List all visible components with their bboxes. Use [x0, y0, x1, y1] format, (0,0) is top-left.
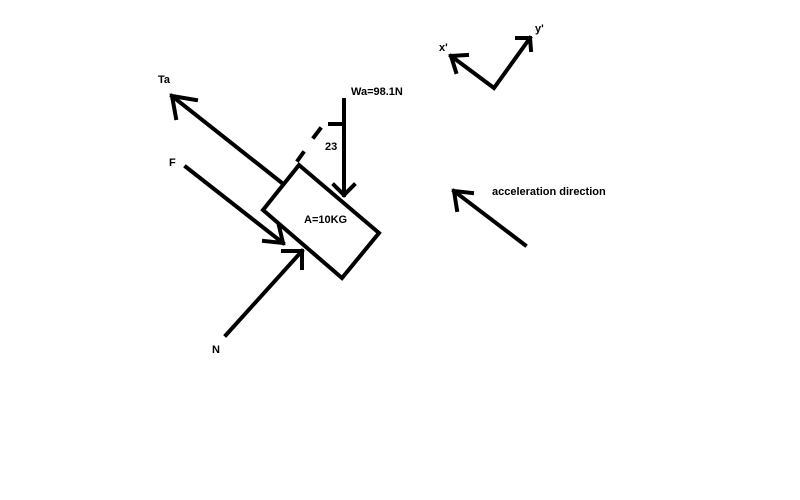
y-axis-label: y' [535, 23, 544, 35]
tension-arrow [169, 93, 285, 186]
y-axis-arrowhead [515, 36, 534, 53]
block-a [260, 162, 382, 281]
weight-arrow [331, 98, 357, 198]
acceleration-arrow [451, 188, 528, 248]
x-axis-arrowhead [448, 52, 470, 75]
x-axis-label: x' [439, 42, 448, 54]
normal-force-arrow [223, 248, 305, 338]
tension-label: Ta [158, 74, 171, 86]
weight-label: Wa=98.1N [351, 86, 403, 98]
applied-force-arrow [183, 164, 286, 246]
angle-label: 23 [325, 141, 337, 153]
acceleration-label: acceleration direction [492, 186, 606, 198]
applied-force-label: F [169, 157, 176, 169]
normal-force-label: N [212, 344, 220, 356]
dashed-reference-line [295, 122, 346, 163]
block-label: A=10KG [304, 214, 347, 226]
rotated-axes [448, 35, 534, 91]
